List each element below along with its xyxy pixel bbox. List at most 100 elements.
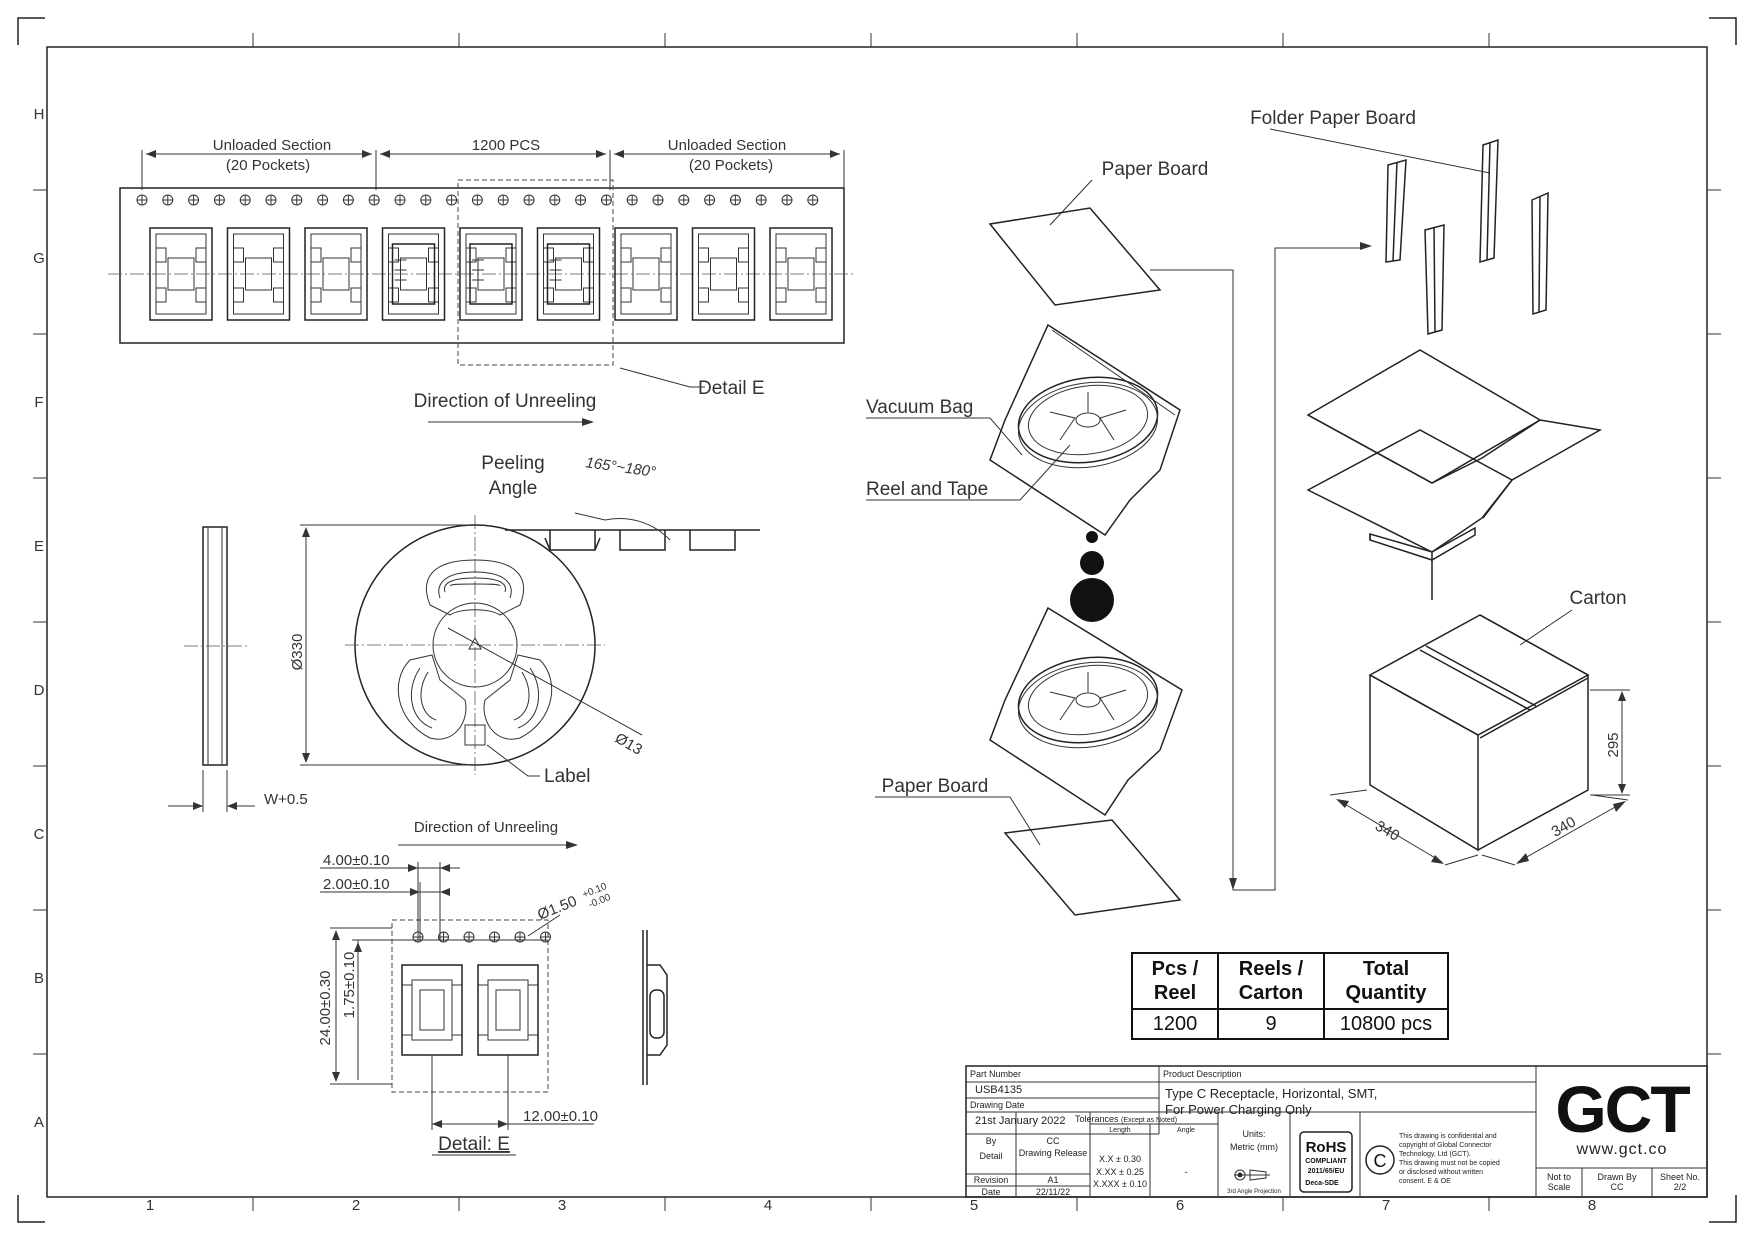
tape-pockets — [149, 227, 833, 321]
reel-label-box — [464, 724, 486, 746]
tape-pocket-empty — [226, 227, 291, 321]
peeling-angle-line1: Peeling — [481, 453, 544, 474]
carton-length-dim-2: 340 — [1549, 813, 1579, 840]
reel-label-callout: Label — [544, 766, 591, 787]
reel-front-view: Label Ø330 Ø13 Peeling Angle 165°~180° — [289, 453, 760, 787]
drawn-by: CC — [1611, 1182, 1624, 1192]
zone-row-c: C — [34, 826, 45, 843]
pitch-dim: 4.00±0.10 — [323, 852, 390, 869]
vacuum-bag-bottom — [989, 606, 1183, 817]
hole-diameter-dim: Ø1.50 — [535, 893, 579, 924]
pcs-per-reel-header: Pcs /Reel — [1131, 952, 1219, 1010]
projection-label: 3rd Angle Projection — [1227, 1189, 1281, 1195]
sprocket-hole — [368, 194, 380, 206]
svg-text:This drawing is confidential a: This drawing is confidential and — [1399, 1133, 1497, 1140]
zone-row-e: E — [34, 538, 44, 555]
pcs-per-reel-value: 1200 — [1131, 1008, 1219, 1040]
rohs-badge: RoHS COMPLIANT 2011/65/EU Deca-SDE — [1299, 1131, 1353, 1193]
open-carton-flaps — [1306, 349, 1603, 600]
sprocket-hole — [188, 194, 200, 206]
svg-text:copyright of Global Connector: copyright of Global Connector — [1399, 1142, 1492, 1149]
sprocket-hole — [523, 194, 535, 206]
tape-pocket-loaded — [381, 227, 446, 321]
quantity-table-value-row: 1200 9 10800 pcs — [1131, 1008, 1449, 1040]
direction-of-unreeling-detail: Direction of Unreeling — [414, 819, 558, 836]
carton-label: Carton — [1569, 588, 1626, 609]
by-label: By — [986, 1136, 997, 1146]
edge-dim: 1.75±0.10 — [341, 952, 358, 1019]
sprocket-hole — [342, 194, 354, 206]
zone-row-g: G — [33, 250, 45, 267]
detail-label: Detail — [979, 1151, 1002, 1161]
zone-col-3: 3 — [558, 1197, 566, 1214]
carton-length-dim-1: 340 — [1372, 817, 1402, 844]
part-number: USB4135 — [975, 1084, 1022, 1096]
carton-height-dim: 295 — [1605, 732, 1622, 757]
tape-pocket-empty — [304, 227, 368, 321]
carton-closed — [1368, 614, 1590, 852]
reel-side-view: W+0.5 — [168, 526, 308, 812]
tape-pocket-loaded — [536, 227, 601, 321]
tape-section-dimensions: Unloaded Section (20 Pockets) 1200 PCS U… — [141, 137, 845, 190]
zone-row-d: D — [34, 682, 45, 699]
date-label: Date — [981, 1187, 1000, 1197]
detail-e-window — [457, 179, 614, 366]
pocket-pitch-dim: 12.00±0.10 — [523, 1108, 598, 1125]
sprocket-hole — [626, 194, 638, 206]
sprocket-hole — [291, 194, 303, 206]
tape-pocket-loaded — [459, 227, 523, 321]
reel-diameter-dim: Ø330 — [289, 634, 306, 671]
detail-sprocket-hole — [514, 931, 526, 943]
projection-symbol-icon — [1234, 1169, 1270, 1181]
scale-label-1: Not to — [1547, 1172, 1571, 1182]
gct-logo: GCT — [1555, 1072, 1690, 1146]
rohs-deca: Deca-SDE — [1305, 1180, 1339, 1187]
drawn-by-label: Drawn By — [1597, 1172, 1637, 1182]
title-block: Part Number USB4135 Drawing Date 21st Ja… — [965, 1065, 1708, 1198]
zone-row-f: F — [34, 394, 43, 411]
tape-pocket-empty — [769, 227, 833, 321]
detail-side-view — [642, 930, 668, 1085]
sprocket-hole — [678, 194, 690, 206]
zone-ticks — [33, 33, 1721, 1211]
reel-window-1 — [426, 559, 524, 616]
product-desc-1: Type C Receptacle, Horizontal, SMT, — [1165, 1086, 1377, 1101]
detail-e-view: Direction of Unreeling 4.00±0.10 2.00±0.… — [317, 819, 668, 1156]
peeling-angle-line2: Angle — [489, 478, 538, 499]
zone-col-4: 4 — [764, 1197, 772, 1214]
confidential-note: This drawing is confidential and copyrig… — [1399, 1133, 1500, 1185]
paper-board-top — [988, 207, 1162, 306]
svg-text:This drawing must not be copie: This drawing must not be copied — [1399, 1160, 1500, 1167]
sprocket-hole — [394, 194, 406, 206]
part-number-label: Part Number — [970, 1069, 1021, 1079]
carrier-tape-strip: Detail E Direction of Unreeling — [108, 179, 856, 426]
sprocket-hole — [652, 194, 664, 206]
sprocket-hole — [317, 194, 329, 206]
tol-1: X.X ± 0.30 — [1099, 1154, 1141, 1164]
revision-label: Revision — [974, 1175, 1009, 1185]
total-quantity-value: 10800 pcs — [1323, 1008, 1449, 1040]
reel-window-3 — [483, 654, 553, 740]
center-qty-label: 1200 PCS — [472, 137, 540, 154]
product-desc-2: For Power Charging Only — [1165, 1102, 1312, 1117]
zone-col-2: 2 — [352, 1197, 360, 1214]
zone-col-7: 7 — [1382, 1197, 1390, 1214]
zone-row-b: B — [34, 970, 44, 987]
peeling-angle-range: 165°~180° — [584, 454, 656, 481]
sprocket-hole — [807, 194, 819, 206]
product-desc-label: Product Description — [1163, 1069, 1242, 1079]
drawing-date-label: Drawing Date — [970, 1100, 1025, 1110]
svg-text:C: C — [1374, 1151, 1387, 1171]
sprocket-hole — [755, 194, 767, 206]
reel-width-dim: W+0.5 — [264, 791, 308, 808]
sheet-corner-marks — [17, 17, 1737, 1223]
zone-col-5: 5 — [970, 1197, 978, 1214]
angle-label: Angle — [1177, 1127, 1195, 1134]
vacuum-bag-top — [989, 323, 1181, 537]
tol-3: X.XXX ± 0.10 — [1093, 1179, 1147, 1189]
sprocket-hole — [213, 194, 225, 206]
scale-label-2: Scale — [1548, 1182, 1571, 1192]
unloaded-right-label: Unloaded Section — [668, 137, 786, 154]
paper-board-bottom — [1003, 819, 1182, 916]
